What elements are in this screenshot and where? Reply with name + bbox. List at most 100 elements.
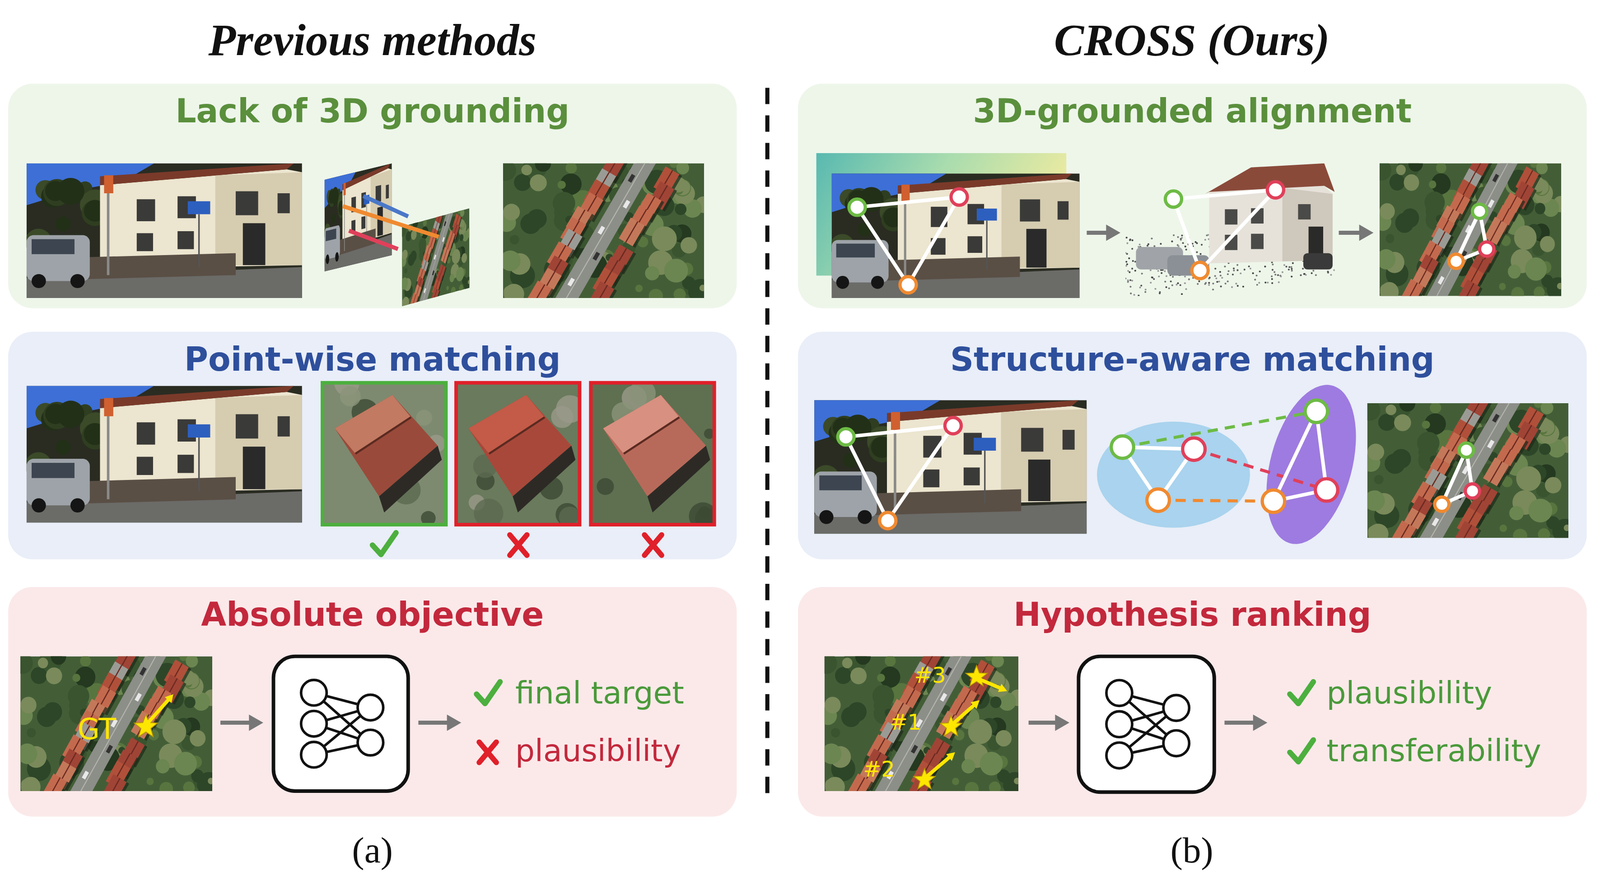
network-neuron: [1106, 711, 1133, 738]
satellite-image: [12, 646, 221, 805]
crop-border-correct: [322, 382, 446, 525]
graph-keypoint: [1305, 400, 1328, 423]
cross-mark: [479, 742, 497, 763]
network-neuron: [1163, 730, 1190, 756]
flow-arrow-shaft: [1086, 230, 1108, 235]
graph-keypoint: [1182, 438, 1206, 461]
roof-crop: [322, 371, 446, 526]
graph-edge: [857, 207, 909, 285]
heading-arrow-shaft: [978, 678, 1002, 689]
heading-arrow-shaft: [952, 704, 975, 724]
graph-edge: [1441, 450, 1467, 505]
graph-keypoint: [1165, 191, 1182, 208]
graph-keypoint: [944, 417, 961, 434]
map-marker-label: #3: [914, 663, 947, 690]
method-panel: 3D-grounded alignment: [797, 83, 1587, 308]
graph-edge: [857, 196, 960, 208]
graph-keypoint: [879, 512, 896, 529]
correspondence-line: [1158, 500, 1274, 502]
flow-arrow-shaft: [1028, 720, 1058, 725]
network-neuron: [1163, 695, 1190, 721]
graph-keypoint: [1459, 443, 1474, 458]
subfigure-label: (a): [352, 829, 393, 874]
flow-arrow-head: [1105, 224, 1121, 241]
panel-heading: Structure-aware matching: [950, 340, 1435, 380]
graph-keypoint: [1472, 204, 1488, 219]
property-text: plausibility: [1326, 674, 1493, 712]
flow-arrow-head: [1253, 714, 1268, 731]
graph-keypoint: [1479, 242, 1494, 257]
graph-edge: [908, 196, 960, 285]
street-view-photo: [24, 163, 302, 299]
property-text: plausibility: [515, 732, 682, 770]
heading-arrow-shaft: [148, 698, 170, 723]
network-neuron: [301, 680, 327, 706]
satellite-image: [816, 646, 1027, 805]
correspondence-line: [1122, 411, 1317, 448]
satellite-image: [1358, 393, 1577, 552]
network-icon-frame: [273, 656, 409, 792]
graph-keypoint: [1449, 254, 1464, 269]
point-cloud-render: [1124, 163, 1335, 297]
method-panel: Structure-aware matching: [797, 331, 1587, 560]
check-mark: [1289, 740, 1314, 762]
graph-keypoint: [1465, 484, 1480, 499]
map-marker-label: #1: [889, 710, 922, 737]
network-neuron: [357, 729, 384, 756]
heading-arrow-shaft: [926, 756, 951, 777]
flow-arrow-head: [1054, 714, 1070, 731]
method-panel: Absolute objective final target plausibili…: [8, 587, 737, 817]
panel-heading: 3D-grounded alignment: [973, 91, 1412, 131]
aerial-graph-cluster: [1250, 375, 1372, 555]
property-text: final target: [515, 674, 685, 712]
cross-mark: [644, 535, 662, 556]
panel-heading: Point-wise matching: [184, 340, 561, 380]
flow-arrow-head: [447, 714, 462, 731]
graph-keypoint: [1147, 489, 1170, 512]
graph-keypoint: [1191, 262, 1209, 279]
panel-heading: Absolute objective: [200, 595, 544, 635]
roof-crop: [456, 382, 584, 529]
network-neuron: [1106, 742, 1133, 769]
cross-mark: [509, 535, 528, 556]
network-neuron: [301, 741, 327, 768]
feature-line: [349, 230, 398, 250]
graph-keypoint: [1111, 435, 1134, 459]
graph-edge: [1273, 411, 1317, 502]
graph-edge: [1173, 189, 1276, 199]
graph-edge: [845, 425, 953, 438]
street-view-photo: [830, 173, 1080, 299]
graph-keypoint: [1262, 489, 1285, 513]
satellite-image: [494, 153, 713, 312]
graph-keypoint: [1267, 181, 1284, 198]
column-heading: CROSS (Ours): [1054, 14, 1330, 69]
heading-arrow-head: [946, 752, 956, 761]
flow-arrow-shaft: [220, 720, 252, 725]
roof-crop: [590, 380, 717, 531]
flow-arrow-shaft: [1338, 230, 1362, 235]
skewed-satellite-plane: [399, 201, 473, 315]
method-panel: Hypothesis rankingplausibilitytransferab…: [797, 587, 1587, 817]
crop-border-wrong: [590, 382, 714, 525]
graph-edge: [887, 425, 954, 521]
check-mark: [476, 681, 500, 704]
graph-keypoint: [900, 276, 917, 294]
subfigure-label: (b): [1170, 829, 1214, 874]
column-heading: Previous methods: [208, 14, 537, 69]
graph-edge: [1173, 199, 1201, 271]
street-view-photo: [24, 386, 302, 523]
map-marker-label: #2: [863, 757, 896, 784]
network-neuron: [1106, 680, 1133, 706]
flow-arrow-head: [248, 714, 264, 731]
graph-edge: [1199, 189, 1276, 271]
property-text: transferability: [1326, 732, 1541, 770]
method-panel: Lack of 3D grounding: [8, 83, 737, 308]
map-marker-label: GT: [77, 712, 117, 747]
flow-arrow-shaft: [418, 720, 449, 725]
heading-arrow-head: [970, 700, 980, 710]
graph-keypoint: [837, 428, 854, 445]
check-mark: [1289, 681, 1314, 704]
divider-dashed-line: [765, 87, 770, 797]
ground-graph-cluster: [1096, 421, 1251, 528]
